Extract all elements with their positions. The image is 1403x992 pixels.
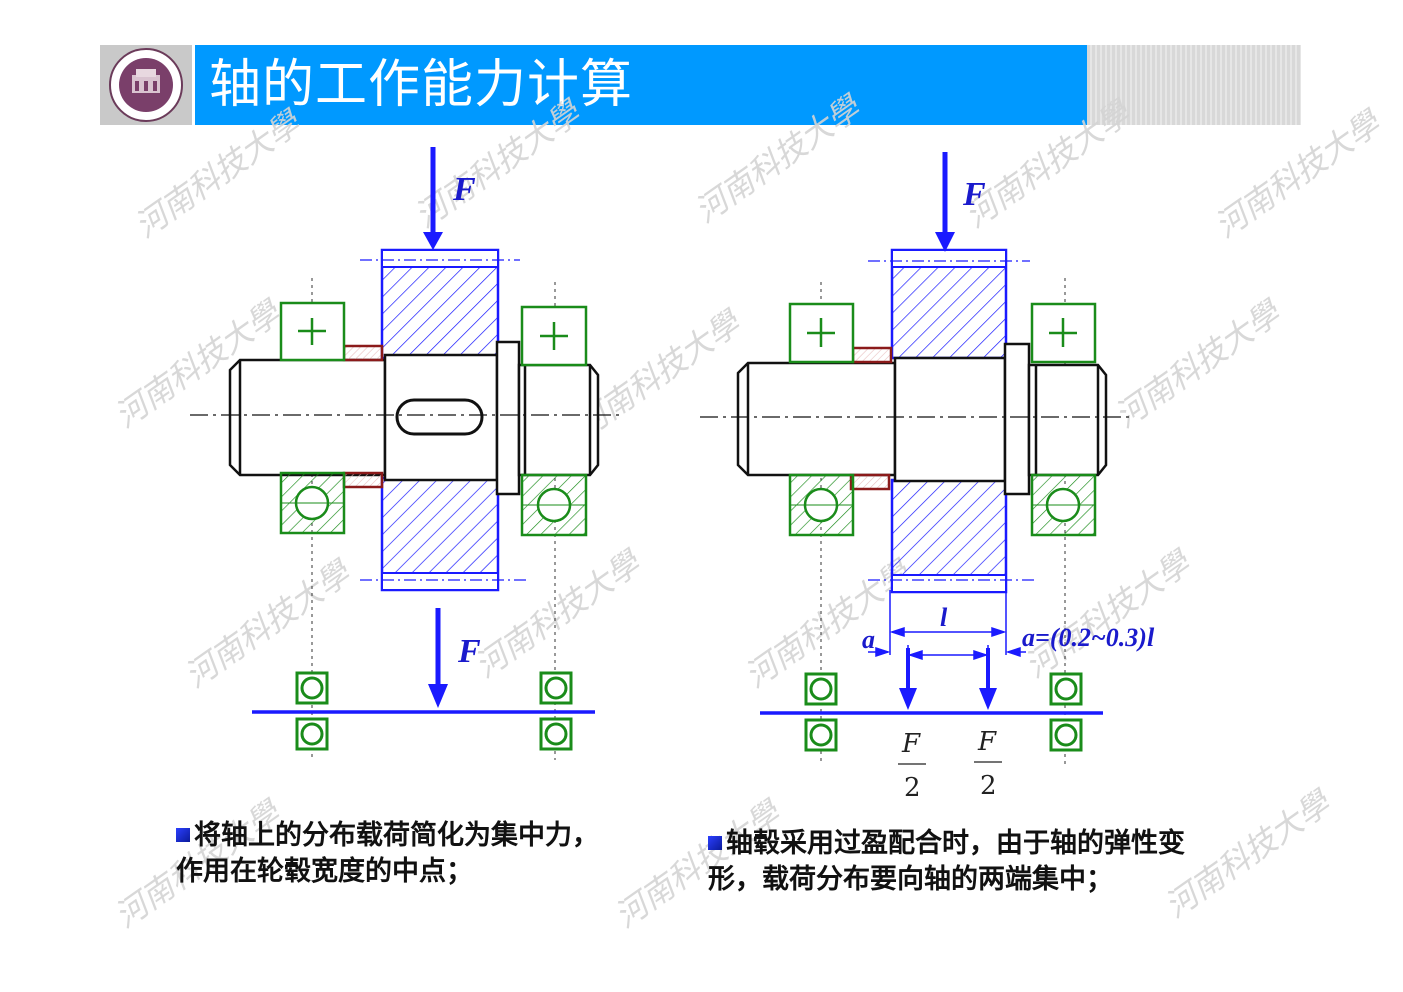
title-bar: 轴的工作能力计算 [195,45,1087,125]
bullet-right: 轴毂采用过盈配合时，由于轴的弹性变 形，载荷分布要向轴的两端集中； [708,826,1185,898]
dimension-l-label: l [940,603,948,632]
dimension-a-label: a [862,625,875,654]
force-arrowhead [423,232,443,250]
right-figure: F l a a=(0.2~0.3)l [700,152,1155,803]
seal-ring [342,471,384,489]
force-label-top: F [452,171,476,208]
fraction-numerator: F [901,729,921,759]
header-decoration [1087,45,1301,125]
right-bearing [520,305,588,537]
dimension-lines [868,590,1026,661]
university-logo [100,45,192,125]
seal-ring [849,473,891,491]
bullet-left: 将轴上的分布载荷简化为集中力， 作用在轮毂宽度的中点； [176,818,599,890]
force-arrowhead [428,684,448,708]
bullet-square-icon [708,836,722,850]
support-bearing-symbol [804,672,1083,752]
university-seal-icon [109,48,183,122]
bullet-right-line1: 轴毂采用过盈配合时，由于轴的弹性变 [726,828,1185,859]
keyway [395,398,484,436]
force-arrowhead [979,688,997,710]
fraction-denominator: 2 [980,771,997,801]
gear-hub [868,248,1035,594]
dimension-a-formula: a=(0.2~0.3)l [1022,623,1155,652]
force-label-top: F [962,176,986,213]
gear-hub [360,248,530,592]
seal-ring [342,344,384,362]
shaft [736,342,1108,496]
force-label-bottom: F [457,633,481,670]
force-arrowhead [899,688,917,710]
left-bearing [279,301,346,535]
page-title: 轴的工作能力计算 [209,55,634,115]
left-figure: F F [190,147,620,760]
bullet-left-line2: 作用在轮毂宽度的中点； [176,856,473,887]
seal-ring [851,346,893,364]
fraction-numerator: F [977,727,997,757]
left-bearing [788,302,855,537]
bullet-square-icon [176,828,190,842]
bullet-left-line1: 将轴上的分布载荷简化为集中力， [194,820,599,851]
force-arrowhead [935,232,955,252]
fraction-denominator: 2 [904,773,921,803]
right-bearing [1030,302,1097,537]
support-bearing-symbol [295,671,573,751]
bullet-right-line2: 形，载荷分布要向轴的两端集中； [708,864,1113,895]
